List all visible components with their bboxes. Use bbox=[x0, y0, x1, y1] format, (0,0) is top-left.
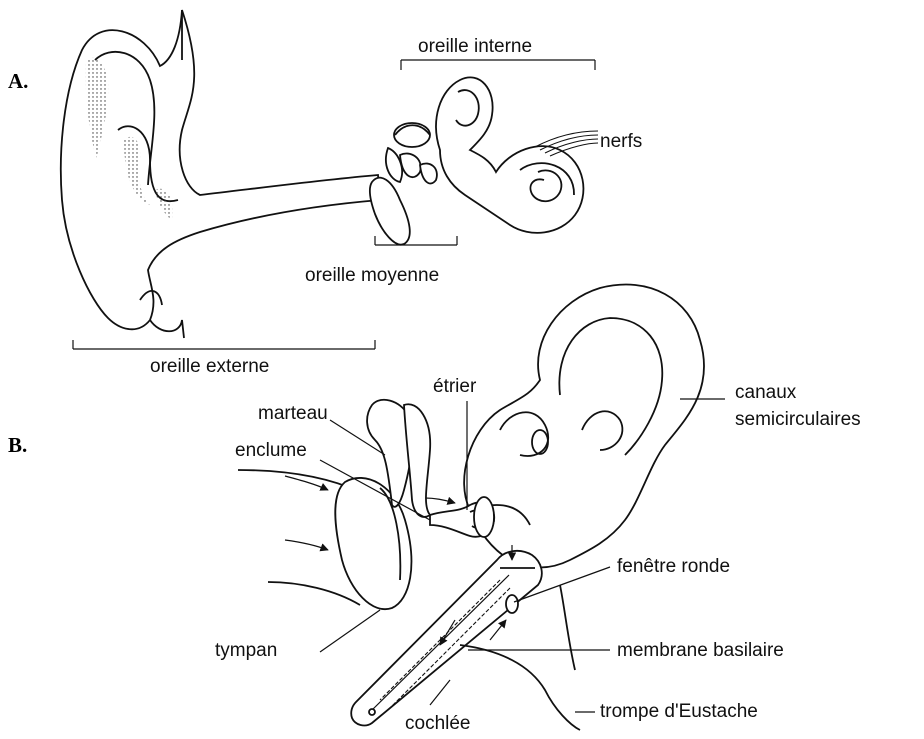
label-cochlea: cochlée bbox=[405, 713, 471, 734]
panel-a: A. bbox=[8, 10, 642, 377]
eustachian-tube bbox=[460, 645, 580, 730]
bracket-inner-ear bbox=[401, 60, 595, 70]
bracket-outer-ear bbox=[73, 340, 375, 349]
label-inner-ear: oreille interne bbox=[418, 36, 532, 57]
label-basilar: membrane basilaire bbox=[617, 640, 784, 661]
ossicles-a bbox=[386, 148, 437, 184]
bracket-middle-ear bbox=[375, 236, 457, 245]
canal-b bbox=[238, 470, 411, 609]
label-eardrum: tympan bbox=[215, 640, 277, 661]
label-canals-line1: canaux bbox=[735, 382, 797, 403]
label-eustachian: trompe d'Eustache bbox=[600, 701, 758, 722]
label-canals-line2: semicirculaires bbox=[735, 409, 861, 430]
inner-ear-b bbox=[464, 285, 704, 568]
panel-b-letter: B. bbox=[8, 433, 27, 457]
label-anvil: enclume bbox=[235, 440, 307, 461]
panel-a-letter: A. bbox=[8, 69, 28, 93]
inner-ear-a bbox=[394, 77, 598, 232]
label-middle-ear: oreille moyenne bbox=[305, 265, 439, 286]
label-outer-ear: oreille externe bbox=[150, 356, 269, 377]
label-round-window: fenêtre ronde bbox=[617, 556, 730, 577]
anvil-b bbox=[404, 404, 430, 517]
label-nerves: nerfs bbox=[600, 131, 642, 152]
panel-b: B. bbox=[8, 285, 861, 734]
label-stirrup: étrier bbox=[433, 376, 477, 397]
label-hammer: marteau bbox=[258, 403, 328, 424]
pinna-drawing bbox=[61, 10, 380, 338]
eardrum-a bbox=[370, 178, 410, 245]
